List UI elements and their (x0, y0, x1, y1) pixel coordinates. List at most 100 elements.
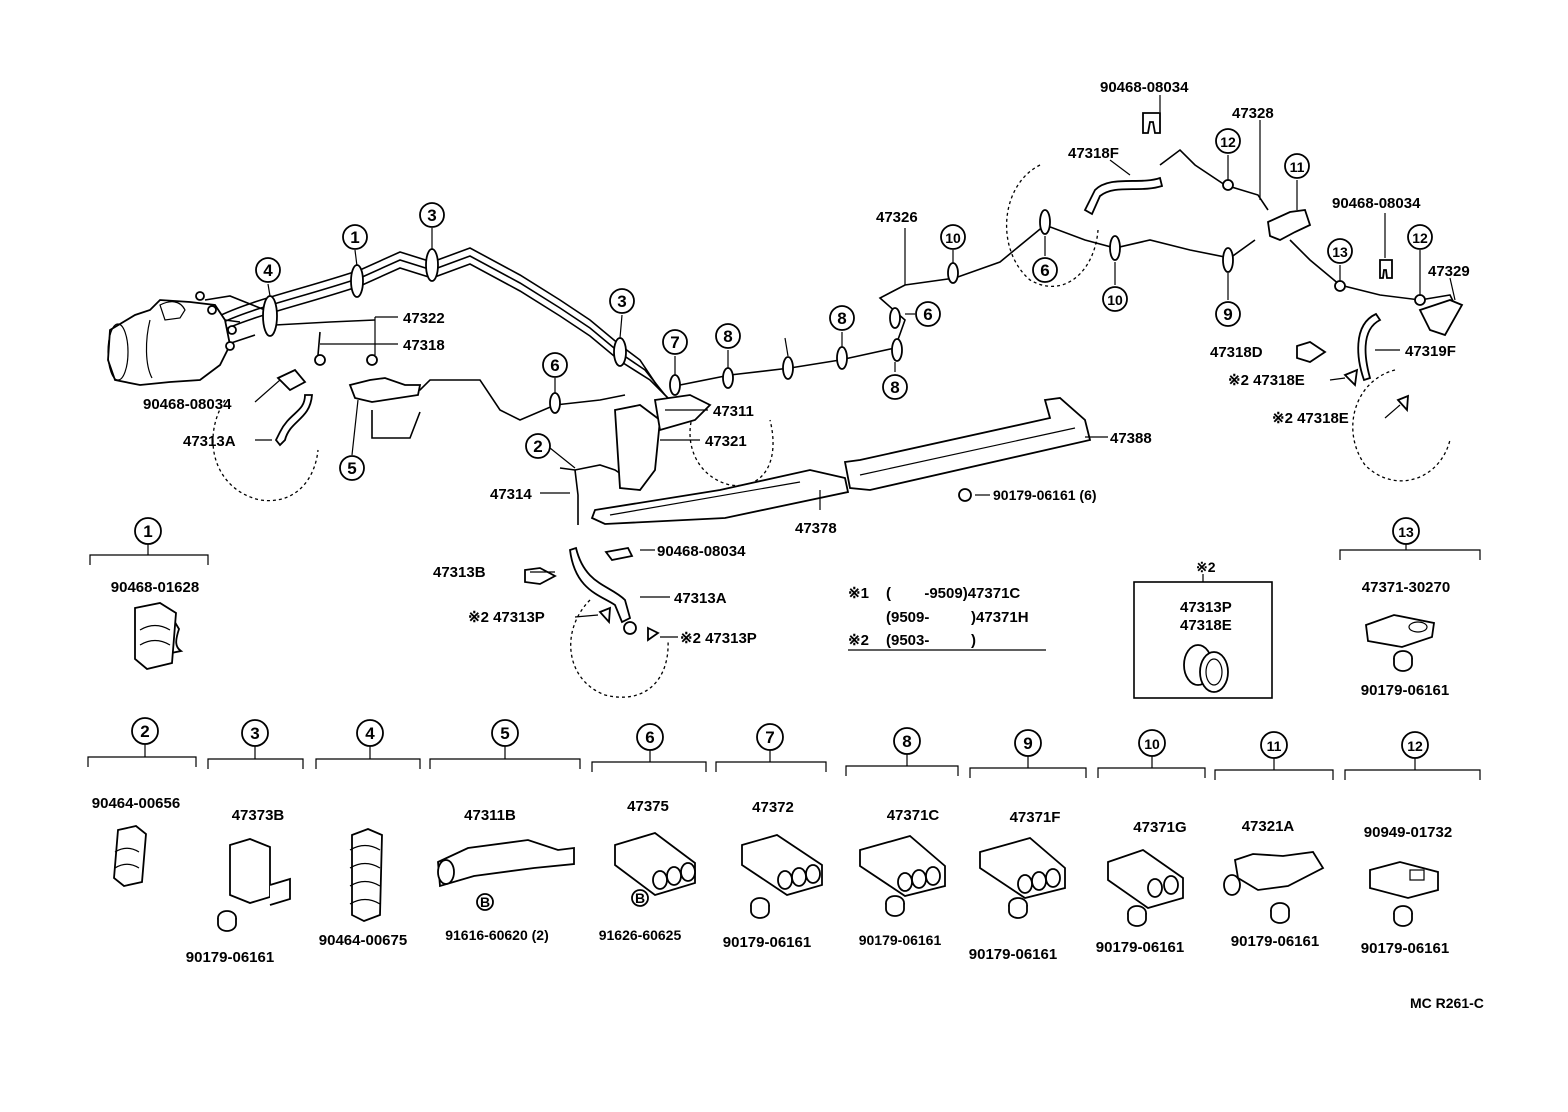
callout-12: 12 (1401, 731, 1429, 759)
callout-circle (342, 224, 368, 250)
callout-number: 13 (1332, 244, 1348, 260)
label-47318: 47318 (403, 337, 445, 354)
label-47313P-2: ※2 47313P (680, 630, 757, 647)
callout-number: 6 (550, 356, 559, 375)
callout-circle (915, 301, 941, 327)
callout-circle (609, 288, 635, 314)
part-number: 91626-60625 (599, 927, 682, 943)
note2-mark: ※2 (848, 632, 869, 649)
callout-number: 2 (533, 437, 542, 456)
callout-9: 9 (1014, 729, 1042, 757)
nut-icon (1008, 897, 1028, 919)
callout-number: 9 (1223, 305, 1232, 324)
label-90468-08034-center: 90468-08034 (657, 543, 746, 560)
nut-icon (1393, 650, 1413, 672)
callout-number: 6 (923, 305, 932, 324)
legend-bracket (207, 758, 304, 769)
callout-4: 4 (255, 257, 281, 283)
nut-icon (1127, 905, 1147, 927)
callout-number: 11 (1290, 159, 1305, 175)
callout-number: 10 (1107, 292, 1123, 308)
part-number: 90179-06161 (723, 934, 811, 951)
part-number: 90949-01732 (1364, 824, 1452, 841)
legend-group-11: 11 47321A 90179-06161 (1214, 731, 1334, 950)
callout-circle (1032, 257, 1058, 283)
part-number: 47371-30270 (1362, 579, 1450, 596)
part-number: 90179-06161 (1231, 933, 1319, 950)
part-number: 90179-06161 (859, 932, 942, 948)
callout-number: 12 (1220, 134, 1236, 150)
legend-bracket (315, 758, 421, 769)
callout-number: 13 (1398, 524, 1414, 540)
label-47388: 47388 (1110, 430, 1152, 447)
part-number: 90179-06161 (1361, 682, 1449, 699)
callout-3: 3 (241, 719, 269, 747)
callout-number: 6 (1040, 261, 1049, 280)
label-47313P-1: ※2 47313P (468, 609, 545, 626)
box-mark: ※2 (1196, 559, 1216, 575)
legend-bracket (89, 554, 209, 565)
callout-circle (1215, 301, 1241, 327)
callout-number: 11 (1267, 738, 1282, 754)
note1-line-b: (9509- )47371H (886, 609, 1029, 626)
label-47328: 47328 (1232, 105, 1274, 122)
label-90468-08034-right: 90468-08034 (1332, 195, 1421, 212)
frame-brackets (348, 209, 1464, 525)
callout-number: 5 (500, 724, 509, 743)
callout-8: 8 (882, 374, 908, 400)
label-47311: 47311 (713, 403, 754, 420)
callout-6: 6 (542, 352, 568, 378)
callout-number: 12 (1407, 738, 1423, 754)
callout-circle (940, 224, 966, 250)
note2-line-a: (9503- ) (886, 632, 976, 649)
callout-circle (525, 433, 551, 459)
callout-circle (715, 323, 741, 349)
legend-bracket (429, 758, 581, 769)
callout-circle (255, 257, 281, 283)
legend-group-13: 13 47371-30270 90179-06161 (1339, 517, 1481, 699)
label-90468-08034-left: 90468-08034 (143, 396, 232, 413)
callout-circle (1284, 153, 1310, 179)
legend-bracket (1097, 767, 1206, 778)
part-number: 90468-01628 (111, 579, 199, 596)
label-47326: 47326 (876, 209, 918, 226)
callout-13: 13 (1392, 517, 1420, 545)
callout-number: 8 (837, 309, 846, 328)
callout-11: 11 (1284, 153, 1310, 179)
callout-number: 12 (1412, 230, 1428, 246)
box-part-a: 47313P (1180, 599, 1232, 616)
part-number: 47321A (1242, 818, 1295, 835)
callout-3: 3 (609, 288, 635, 314)
part-number: 90464-00675 (319, 932, 407, 949)
part-number: 90464-00656 (92, 795, 180, 812)
callout-12: 12 (1407, 224, 1433, 250)
label-47319F: 47319F (1405, 343, 1456, 360)
callout-number: 1 (350, 228, 359, 247)
callout-2: 2 (525, 433, 551, 459)
callout-6: 6 (636, 723, 664, 751)
part-number: 47373B (232, 807, 285, 824)
callout-1: 1 (134, 517, 162, 545)
label-90468-08034-top: 90468-08034 (1100, 79, 1189, 96)
label-47313A-center: 47313A (674, 590, 727, 607)
part-number: 47375 (627, 798, 669, 815)
callout-circle (882, 374, 908, 400)
label-47318F: 47318F (1068, 145, 1119, 162)
callout-number: 7 (765, 728, 774, 747)
svg-text:B: B (480, 894, 490, 910)
label-47329: 47329 (1428, 263, 1470, 280)
label-47321: 47321 (705, 433, 747, 450)
part-number: 47371G (1133, 819, 1186, 836)
callout-number: 9 (1023, 734, 1032, 753)
part-number: 47371C (887, 807, 940, 824)
callout-number: 3 (427, 206, 436, 225)
callout-2: 2 (131, 717, 159, 745)
label-47313B: 47313B (433, 564, 486, 581)
callout-circle (419, 202, 445, 228)
